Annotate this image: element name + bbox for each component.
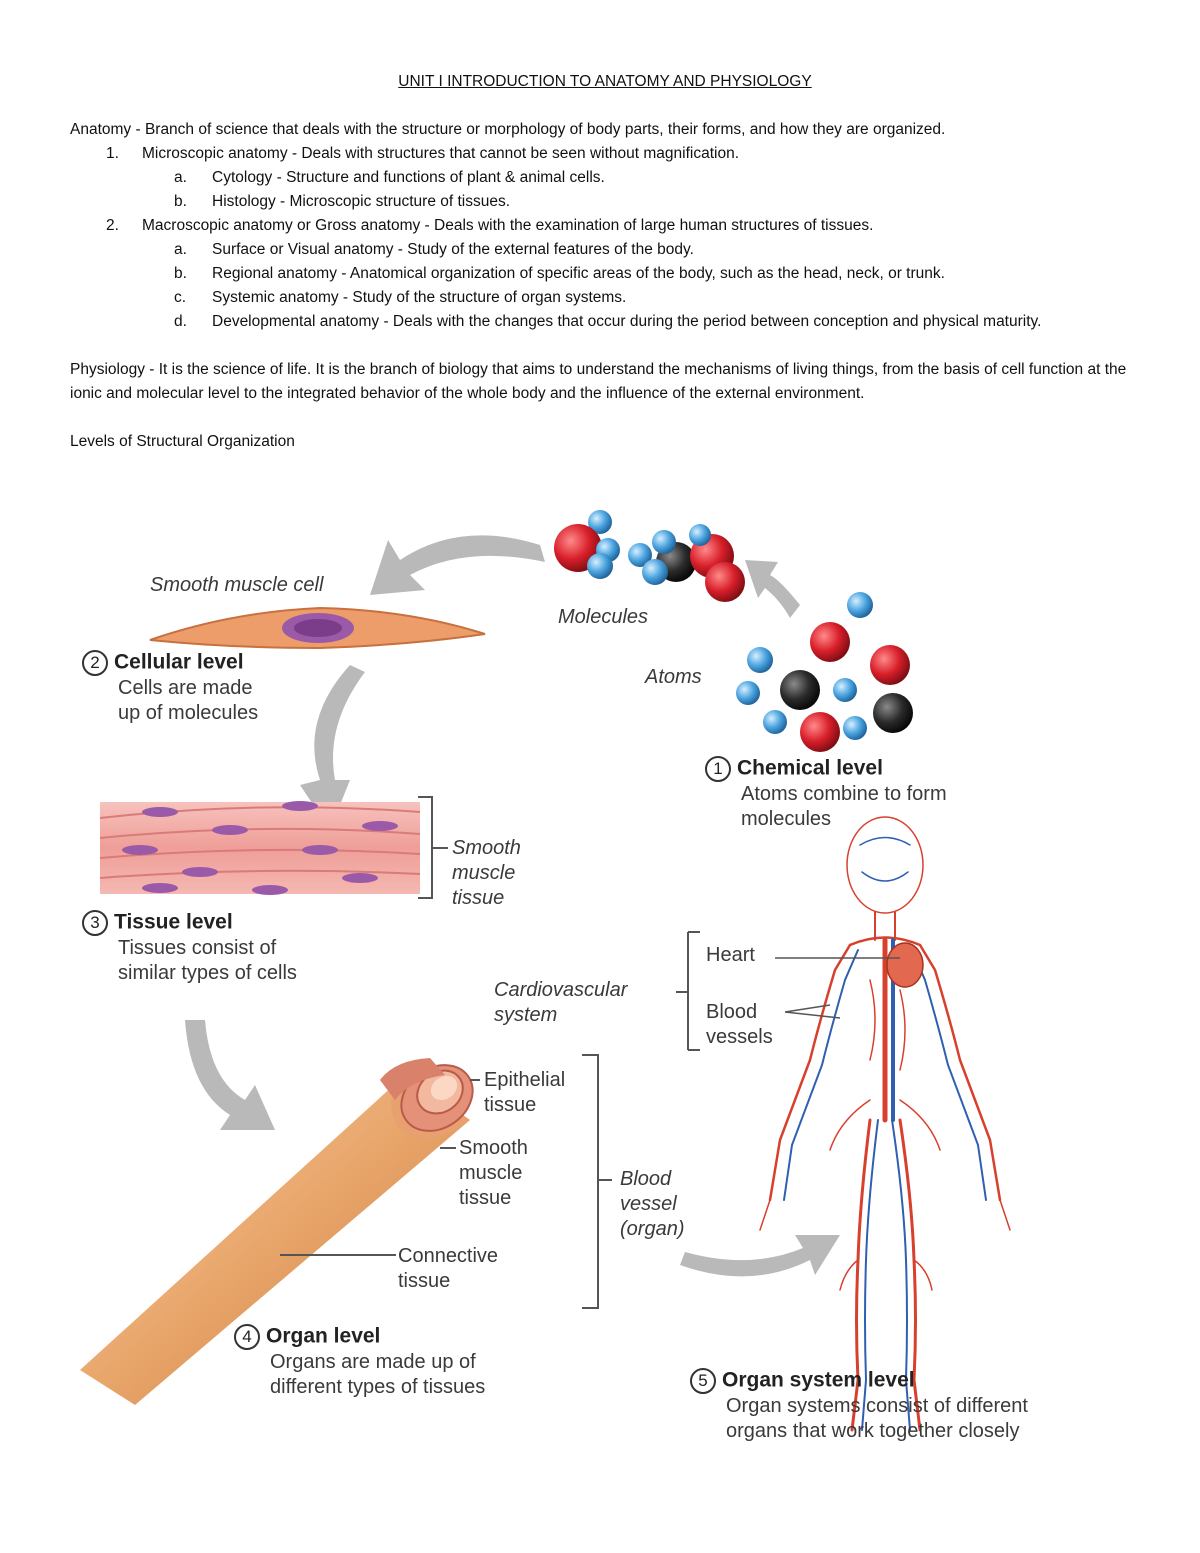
list-letter: a. [174, 169, 187, 186]
arrow-tissue-to-organ [185, 1020, 275, 1130]
level-number: 3 [82, 910, 108, 936]
label-line: Blood [706, 1001, 758, 1023]
figure-illustration [80, 510, 1011, 1432]
cardiovascular-system-label: Cardiovascular system [494, 978, 627, 1028]
label-line: Smooth [459, 1137, 528, 1159]
heart-label: Heart [706, 944, 755, 966]
smooth-muscle-tissue-block [99, 801, 421, 895]
sub-list-item: d. Developmental anatomy - Deals with th… [70, 310, 1140, 334]
organ-system-level-desc: Organ systems consist of different [726, 1395, 1028, 1417]
label-line: muscle [452, 862, 516, 884]
smooth-muscle-tissue-label-2: Smooth muscle tissue [459, 1136, 528, 1211]
list-text: Microscopic anatomy - Deals with structu… [142, 145, 740, 162]
organ-level-heading: Organ level [266, 1324, 381, 1348]
label-line: muscle [459, 1162, 523, 1184]
tissue-level-desc: Tissues consist of [118, 937, 277, 959]
label-line: vessel [620, 1193, 677, 1215]
organ-level-desc: different types of tissues [270, 1376, 486, 1398]
cellular-level-desc: Cells are made [118, 677, 253, 699]
molecules-cluster [554, 510, 745, 602]
level-number: 4 [234, 1324, 260, 1350]
cardiovascular-body [759, 816, 1011, 1432]
atoms-label: Atoms [645, 666, 702, 688]
sub-list-item: a. Cytology - Structure and functions of… [70, 166, 1140, 190]
arrow-cell-to-tissue [300, 665, 365, 830]
list-letter: b. [174, 193, 187, 210]
arrow-atoms-to-molecules [745, 560, 800, 618]
levels-heading: Levels of Structural Organization [70, 433, 295, 450]
smooth-muscle-cell [149, 606, 486, 650]
label-line: vessels [706, 1026, 773, 1048]
list-number: 1. [106, 145, 119, 162]
list-number: 2. [106, 217, 119, 234]
list-letter: a. [174, 241, 187, 258]
list-item: 1. Microscopic anatomy - Deals with stru… [70, 142, 1140, 166]
sub-list-item: b. Regional anatomy - Anatomical organiz… [70, 262, 1140, 286]
arrow-molecules-to-cell [370, 535, 545, 595]
label-line: tissue [459, 1187, 512, 1209]
label-line: system [494, 1004, 558, 1026]
physiology-definition: Physiology - It is the science of life. … [70, 361, 1127, 402]
list-item: 2. Macroscopic anatomy or Gross anatomy … [70, 214, 1140, 238]
list-text: Systemic anatomy - Study of the structur… [212, 289, 627, 306]
sub-list-item: b. Histology - Microscopic structure of … [70, 190, 1140, 214]
anatomy-definition: Anatomy - Branch of science that deals w… [70, 121, 946, 138]
label-line: Smooth [452, 837, 521, 859]
organ-system-level-heading: Organ system level [722, 1368, 915, 1392]
epithelial-tissue-label: Epithelial tissue [484, 1068, 565, 1118]
chemical-level-heading: Chemical level [737, 756, 883, 780]
smooth-muscle-cell-label: Smooth muscle cell [150, 574, 324, 596]
label-line: tissue [398, 1270, 451, 1292]
label-line: (organ) [620, 1218, 685, 1240]
sub-list-item: a. Surface or Visual anatomy - Study of … [70, 238, 1140, 262]
list-text: Surface or Visual anatomy - Study of the… [212, 241, 694, 258]
list-text: Cytology - Structure and functions of pl… [212, 169, 605, 186]
level-number: 5 [690, 1368, 716, 1394]
smooth-muscle-tissue-label: Smooth muscle tissue [452, 836, 521, 911]
list-letter: d. [174, 313, 187, 330]
list-text: Regional anatomy - Anatomical organizati… [212, 265, 945, 282]
atoms-cluster [736, 592, 913, 752]
label-line: Epithelial [484, 1069, 566, 1091]
tissue-level-heading: Tissue level [114, 910, 233, 934]
organ-system-level-desc: organs that work together closely [726, 1420, 1020, 1442]
organ-level-desc: Organs are made up of [270, 1351, 476, 1373]
cellular-level-desc: up of molecules [118, 702, 259, 724]
molecules-label: Molecules [558, 606, 649, 628]
blood-vessel-organ [80, 1058, 474, 1405]
list-text: Developmental anatomy - Deals with the c… [212, 313, 1042, 330]
blood-vessels-label: Blood vessels [706, 1000, 773, 1050]
label-line: Connective [398, 1245, 499, 1267]
page-title: UNIT I INTRODUCTION TO ANATOMY AND PHYSI… [398, 73, 812, 90]
chemical-level-desc: molecules [741, 808, 832, 830]
label-line: Cardiovascular [494, 979, 628, 1001]
label-line: tissue [484, 1094, 537, 1116]
list-text: Histology - Microscopic structure of tis… [212, 193, 511, 210]
chemical-level-desc: Atoms combine to form [741, 783, 947, 805]
list-text: Macroscopic anatomy or Gross anatomy - D… [142, 217, 874, 234]
arrow-organ-to-system [680, 1235, 840, 1277]
document-text: UNIT I INTRODUCTION TO ANATOMY AND PHYSI… [70, 70, 1140, 454]
list-letter: b. [174, 265, 187, 282]
label-line: tissue [452, 887, 505, 909]
level-number: 1 [705, 756, 731, 782]
list-letter: c. [174, 289, 187, 306]
level-number: 2 [82, 650, 108, 676]
cellular-level-heading: Cellular level [114, 650, 244, 674]
label-line: Blood [620, 1168, 672, 1190]
blood-vessel-organ-label: Blood vessel (organ) [620, 1167, 684, 1242]
sub-list-item: c. Systemic anatomy - Study of the struc… [70, 286, 1140, 310]
tissue-level-desc: similar types of cells [118, 962, 297, 984]
connective-tissue-label: Connective tissue [398, 1244, 498, 1294]
